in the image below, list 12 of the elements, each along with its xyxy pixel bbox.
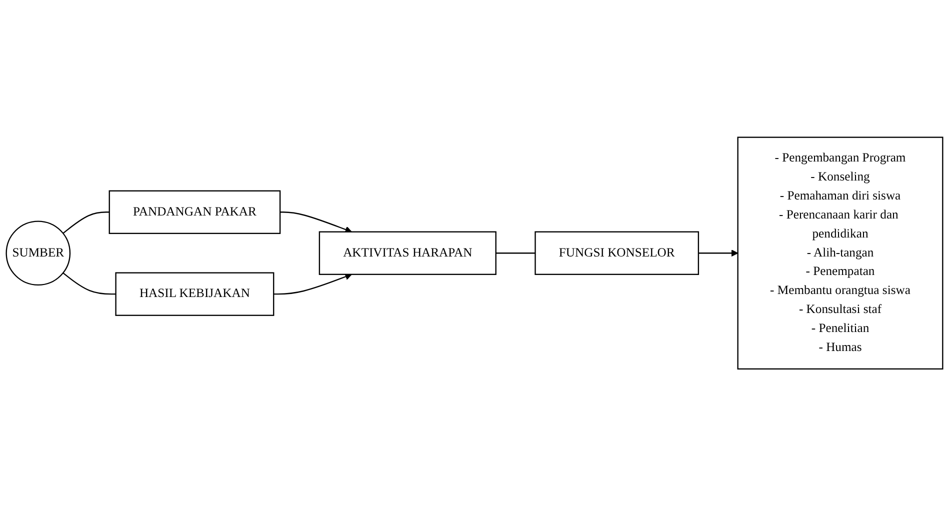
node-circle: SUMBER [6,220,71,286]
node-box: AKTIVITAS HARAPAN [318,231,496,275]
arrow [698,250,738,256]
node-box: - Pengembangan Program - Konseling - Pemahaman diri siswa - Perencanaan karir dan pendidikan - Alih-tangan - Penempatan - Membantu orangtua siswa - Konsultasi staf - Penelitian - Humas [737,136,944,370]
node-box: HASIL KEBIJAKAN [115,272,274,316]
connector [496,252,536,254]
arrow [274,273,352,295]
node-box: PANDANGAN PAKAR [108,190,281,234]
connector [62,211,110,234]
arrow [280,211,352,233]
connector [62,272,116,295]
node-box: FUNGSI KONSELOR [534,231,700,275]
